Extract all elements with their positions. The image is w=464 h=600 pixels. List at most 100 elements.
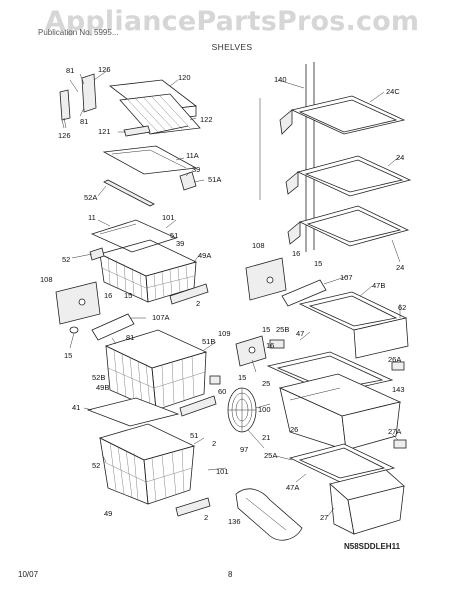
label-121: 121	[98, 127, 111, 136]
page-title: SHELVES	[211, 42, 253, 52]
label-24: 24	[396, 153, 404, 162]
label-60: 60	[218, 387, 226, 396]
part-15-damper-left	[69, 326, 79, 349]
part-49-wire-basket	[98, 423, 196, 505]
part-136-ice-scoop	[235, 488, 303, 541]
label-143: 143	[392, 385, 405, 394]
label-16: 16	[104, 291, 112, 300]
label-24c: 24C	[386, 87, 400, 96]
part-107-cover	[281, 279, 327, 307]
label-26: 26	[290, 425, 298, 434]
part-39-clip	[179, 171, 197, 191]
label-15: 15	[64, 351, 72, 360]
label-27a: 27A	[388, 427, 401, 436]
label-11: 11	[88, 213, 96, 222]
part-24-glass-shelf-lower	[287, 205, 410, 247]
part-27-pan-drawer	[329, 469, 405, 535]
part-52-rail	[89, 247, 105, 261]
part-2-cover-lower	[175, 497, 211, 517]
label-47: 47	[296, 329, 304, 338]
label-51: 51	[190, 431, 198, 440]
label-120: 120	[178, 73, 191, 82]
label-15: 15	[238, 373, 246, 382]
part-108-control-left	[55, 281, 101, 325]
label-39: 39	[192, 165, 200, 174]
label-52: 52	[62, 255, 70, 264]
label-16: 16	[292, 249, 300, 258]
label-41: 41	[72, 403, 80, 412]
part-11a-glass-shelf	[102, 145, 198, 175]
label-136: 136	[228, 517, 241, 526]
label-126: 126	[98, 65, 111, 74]
part-107a-cover	[91, 313, 135, 341]
part-52a-rail	[103, 179, 155, 207]
part-27a-clip	[393, 439, 407, 449]
label-107a: 107A	[152, 313, 170, 322]
label-81: 81	[80, 117, 88, 126]
label-24: 24	[396, 263, 404, 272]
part-24-glass-shelf-middle	[285, 155, 412, 197]
leader-lines	[63, 69, 401, 517]
label-52: 52	[92, 461, 100, 470]
label-51a: 51A	[208, 175, 221, 184]
part-120-shelf-frame	[108, 79, 201, 135]
label-47a: 47A	[286, 483, 299, 492]
label-122: 122	[200, 115, 213, 124]
part-2-cover-upper	[169, 283, 209, 305]
part-62-frame	[353, 317, 409, 359]
label-25: 25	[262, 379, 270, 388]
label-25a: 25A	[264, 451, 277, 460]
part-109-humidity-control	[235, 335, 267, 367]
label-49: 49	[104, 509, 112, 518]
label-21: 21	[262, 433, 270, 442]
label-81: 81	[66, 66, 74, 75]
label-108: 108	[252, 241, 265, 250]
label-52b: 52B	[92, 373, 105, 382]
footer-page-number: 8	[228, 570, 233, 579]
label-26a: 26A	[388, 355, 401, 364]
label-51: 51	[170, 231, 178, 240]
part-108-control-right	[245, 257, 287, 301]
label-126: 126	[58, 131, 71, 140]
part-47b-crisper-cover	[298, 291, 408, 331]
part-26a-clip	[391, 361, 405, 371]
label-51b: 51B	[202, 337, 215, 346]
part-49b-wire-basket	[104, 329, 208, 411]
label-97: 97	[240, 445, 248, 454]
part-126-bracket	[59, 73, 97, 129]
label-109: 109	[218, 329, 231, 338]
label-81: 81	[126, 333, 134, 342]
label-2: 2	[196, 299, 200, 308]
part-60-clip	[209, 375, 221, 385]
publication-number: Publication No. 5995...	[38, 28, 119, 37]
part-49a-wire-basket	[98, 239, 198, 303]
label-140: 140	[274, 75, 287, 84]
part-24c-glass-shelf	[279, 95, 406, 135]
label-100: 100	[258, 405, 271, 414]
label-15: 15	[262, 325, 270, 334]
label-47b: 47B	[372, 281, 385, 290]
label-107: 107	[340, 273, 353, 282]
label-108: 108	[40, 275, 53, 284]
label-15: 15	[124, 291, 132, 300]
part-121-rail	[123, 125, 151, 137]
footer-date: 10/07	[18, 570, 39, 579]
label-27: 27	[320, 513, 328, 522]
label-49b: 49B	[96, 383, 109, 392]
part-25b-slide	[269, 339, 285, 349]
label-2: 2	[204, 513, 208, 522]
label-49a: 49A	[198, 251, 211, 260]
label-101: 101	[216, 467, 229, 476]
part-labels: 81 126 126 81 120 122 121 11A 39 51A 52A…	[40, 65, 406, 526]
label-2: 2	[212, 439, 216, 448]
part-47a-pan-cover	[288, 443, 396, 483]
watermark: AppliancePartsPros.com	[44, 6, 420, 37]
part-2-cover-middle	[179, 395, 217, 417]
label-25b: 25B	[276, 325, 289, 334]
label-62: 62	[398, 303, 406, 312]
model-code: N58SDDLEH11	[344, 542, 401, 551]
label-16: 16	[266, 341, 274, 350]
label-39: 39	[176, 239, 184, 248]
